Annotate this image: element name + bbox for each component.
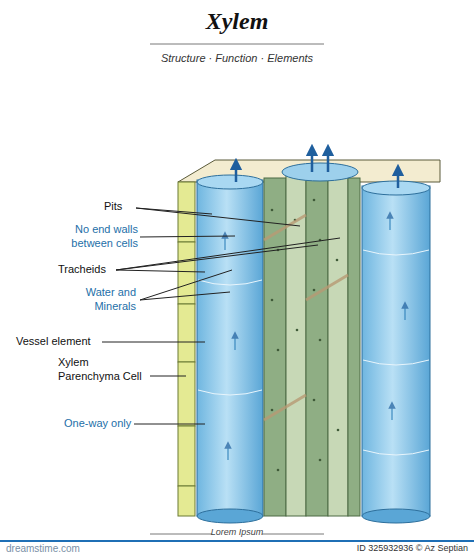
part-label: Vessel element <box>16 335 91 349</box>
title: Xylem <box>137 6 337 36</box>
image-id: ID 325932936 © Az Septian <box>300 543 468 554</box>
part-label: Water and Minerals <box>70 286 136 314</box>
part-label: Pits <box>104 200 122 214</box>
footer: Lorem Ipsum <box>187 527 287 538</box>
part-label: No end walls between cells <box>58 223 138 251</box>
part-label: Xylem Parenchyma Cell <box>58 356 148 384</box>
subtitle: Structure · Function · Elements <box>97 52 377 66</box>
watermark: dreamstime.com <box>6 543 80 556</box>
part-label: One-way only <box>64 417 131 431</box>
part-label: Tracheids <box>58 263 106 277</box>
